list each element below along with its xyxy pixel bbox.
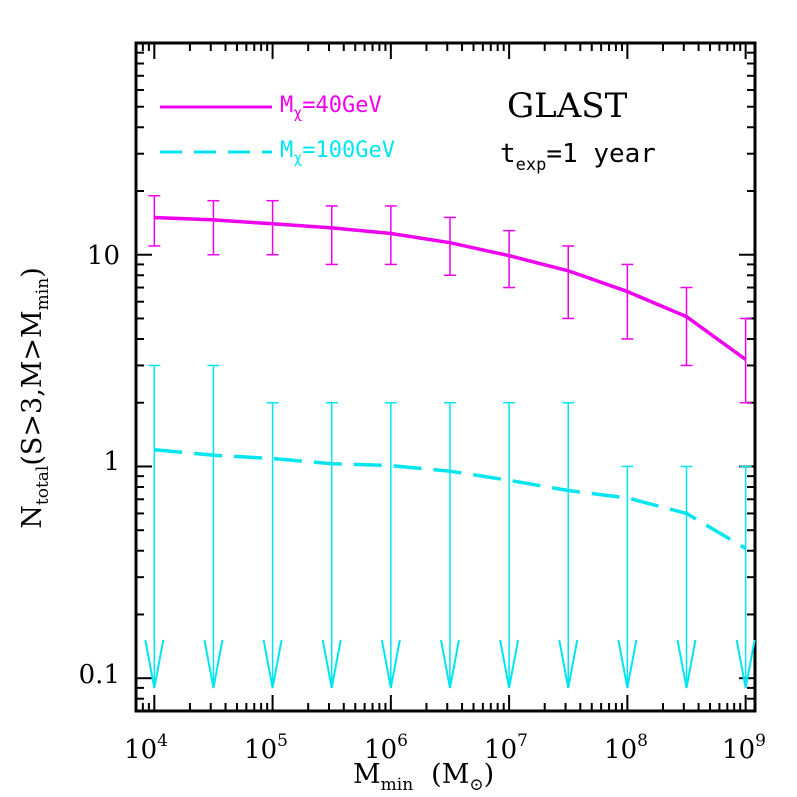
x-tick-label-1e4: 104 (124, 731, 168, 765)
legend-label-40gev: Mχ=40GeV (280, 93, 382, 122)
upper-limit-arrowhead-100gev (439, 639, 460, 689)
y-tick-label-0.1: 0.1 (79, 660, 120, 690)
y-tick-labels: 0.1 1 10 (79, 241, 120, 690)
y-axis-title: Ntotal(S>3,M>Mmin) (17, 267, 53, 529)
x-tick-labels: 104 105 106 107 108 109 (124, 731, 766, 765)
series-line-100gev (154, 447, 747, 550)
upper-limit-arrowhead-100gev (735, 639, 756, 689)
plot-border (134, 41, 757, 713)
data-layer (144, 194, 756, 689)
upper-limit-arrowhead-100gev (380, 639, 401, 689)
legend-label-100gev: Mχ=100GeV (280, 138, 395, 167)
x-tick-label-1e6: 106 (364, 731, 408, 765)
x-axis-title: Mmin(M⊙) (353, 759, 494, 795)
series-line-40gev (154, 215, 747, 361)
x-tick-label-1e5: 105 (244, 731, 288, 765)
x-tick-label-1e9: 109 (722, 731, 766, 765)
x-tick-label-1e7: 107 (484, 731, 528, 765)
x-tick-label-1e8: 108 (604, 731, 648, 765)
plot-frame (134, 41, 757, 713)
upper-limit-arrowhead-100gev (262, 639, 283, 689)
upper-limit-arrowhead-100gev (499, 639, 520, 689)
upper-limit-arrowhead-100gev (144, 639, 165, 689)
y-tick-label-1: 1 (103, 447, 120, 477)
axis-ticks (135, 42, 755, 712)
upper-limit-arrowhead-100gev (676, 639, 697, 689)
annotation-exposure: texp=1 year (500, 139, 656, 175)
annotation-glast: GLAST (507, 86, 628, 126)
upper-limit-arrowhead-100gev (617, 639, 638, 689)
legend: Mχ=40GeV Mχ=100GeV (160, 93, 395, 167)
y-tick-label-10: 10 (87, 241, 120, 271)
upper-limit-arrowhead-100gev (558, 639, 579, 689)
upper-limit-arrowhead-100gev (203, 639, 224, 689)
upper-limit-arrowhead-100gev (321, 639, 342, 689)
